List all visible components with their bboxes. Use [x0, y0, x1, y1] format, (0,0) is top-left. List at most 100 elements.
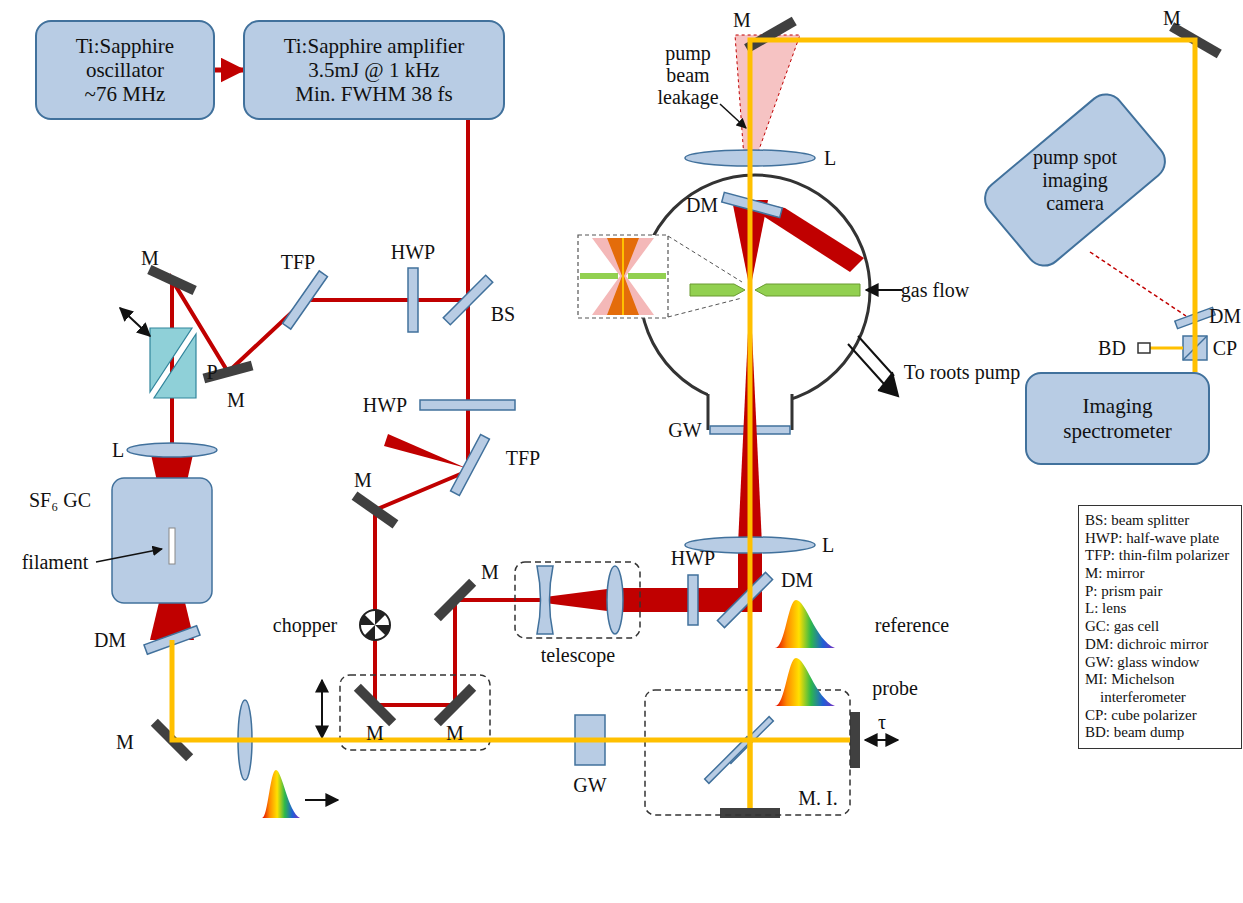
part-label: SF₆ GC: [29, 489, 91, 511]
mirrors-rect: [203, 361, 254, 384]
dashed-frames: [340, 562, 850, 815]
box-text: ~76 MHz: [85, 82, 166, 106]
part-label: CP: [1213, 337, 1237, 359]
box-text: Min. FWHM 38 fs: [295, 82, 453, 106]
mirrors-rect: [352, 492, 399, 529]
part-label: BD: [1098, 337, 1126, 359]
legend-entry: DM: dichroic mirror: [1085, 636, 1208, 654]
part-label: DM: [686, 194, 718, 216]
legend-entry: BD: beam dump: [1085, 724, 1184, 742]
part-label: reference: [875, 614, 949, 636]
legend-entry: L: lens: [1085, 600, 1126, 618]
legend-entry: MI: Michelson interferometer: [1085, 671, 1235, 706]
abbreviation-legend: BS: beam splitterHWP: half-wave plateTFP…: [1078, 505, 1242, 749]
part-label: HWP: [671, 547, 715, 569]
part-label: M: [481, 561, 499, 583]
leakage-leader: [720, 104, 746, 128]
part-label: M: [354, 469, 372, 491]
part-label: M: [733, 9, 751, 31]
part-label: BS: [491, 303, 515, 325]
optics-rect: [717, 572, 772, 627]
oscillator-box: Ti:Sapphire oscillator~76 MHz: [35, 20, 215, 120]
vacuum-chamber: [640, 175, 870, 434]
amplifier-box: Ti:Sapphire amplifier3.5mJ @ 1 kHzMin. F…: [243, 20, 505, 120]
part-label: filament: [22, 551, 89, 573]
part-label: HWP: [363, 394, 407, 416]
part-label: probe: [872, 677, 918, 699]
optics-rect: [451, 434, 490, 495]
optics-path: [537, 566, 553, 634]
focus-inset-path: [668, 236, 742, 317]
probe-spectrum: [775, 658, 835, 706]
part-label: gas flow: [901, 279, 969, 301]
prism-pair: [150, 328, 196, 398]
part-label: DM: [781, 569, 813, 591]
part-label: pump beam leakage: [648, 42, 728, 108]
part-label: P: [206, 361, 217, 383]
focus-inset-rect: [578, 235, 668, 318]
mirrors-rect: [720, 808, 780, 818]
camera-box: pump spot imaging camera: [985, 95, 1165, 265]
optics-rect: [112, 478, 212, 603]
legend-entry: GW: glass window: [1085, 654, 1199, 672]
reference-spectrum: [775, 600, 835, 648]
focus-inset-rect: [580, 273, 618, 279]
focus-inset-rect: [628, 273, 666, 279]
roots-pump-line: [848, 336, 898, 396]
part-label: To roots pump: [904, 361, 1020, 383]
part-label: GW: [668, 419, 701, 441]
camera-shape: [978, 87, 1173, 273]
part-label: chopper: [273, 614, 337, 636]
part-label: GW: [573, 774, 606, 796]
optics-rect: [705, 737, 752, 784]
chopper-circle: [360, 610, 390, 640]
optics-rect: [283, 271, 328, 329]
gas-jet-polygon: [755, 284, 860, 296]
seed-beam-arrow: [215, 68, 243, 73]
optics-rect: [408, 268, 418, 332]
part-label: M: [446, 722, 464, 744]
part-label: M: [1163, 7, 1181, 29]
filament: [169, 528, 175, 564]
roots-pump-line-path: [848, 336, 894, 384]
part-label: L: [824, 147, 836, 169]
focus-inset: [578, 235, 742, 318]
part-label: DM: [94, 629, 126, 651]
box-text: 3.5mJ @ 1 kHz: [308, 58, 439, 82]
optics-rect: [688, 575, 698, 625]
pump-beam-polygon: [545, 588, 615, 612]
pump-beam-leakage: [735, 35, 800, 158]
part-label: M. I.: [798, 787, 837, 809]
spectrometer-box: Imaging spectrometer: [1025, 372, 1210, 465]
legend-entry: P: prism pair: [1085, 583, 1163, 601]
pump-beam-path: [375, 470, 545, 705]
box-text: Ti:Sapphire oscillator: [50, 34, 200, 82]
mirrors-rect: [850, 712, 860, 768]
box-text: Imaging spectrometer: [1043, 394, 1193, 442]
part-label: HWP: [391, 241, 435, 263]
roots-pump-line-path: [878, 372, 898, 396]
tau-arrow: [865, 739, 898, 741]
mirrors-rect: [434, 684, 476, 726]
part-label: TFP: [506, 447, 540, 469]
part-label: M: [141, 247, 159, 269]
mirrors: [147, 17, 1222, 818]
prism-pair-polygon: [154, 334, 196, 398]
pump-beam-polygon: [384, 434, 466, 468]
chopper-path: [360, 610, 390, 640]
part-label: M: [116, 731, 134, 753]
optics-ellipse: [607, 566, 623, 634]
optics-ellipse: [127, 443, 217, 457]
mirrors-rect: [354, 684, 396, 726]
spectrum: [262, 770, 300, 818]
filament-leader: [96, 549, 162, 562]
legend-entry: TFP: thin-film polarizer: [1085, 547, 1229, 565]
beam-dump: [1150, 347, 1183, 350]
legend-entry: HWP: half-wave plate: [1085, 530, 1219, 548]
mirrors-rect: [434, 579, 476, 621]
legend-entry: BS: beam splitter: [1085, 512, 1189, 530]
part-label: L: [112, 439, 124, 461]
focus-inset-path: [622, 238, 624, 315]
gas-jet: [690, 284, 860, 296]
